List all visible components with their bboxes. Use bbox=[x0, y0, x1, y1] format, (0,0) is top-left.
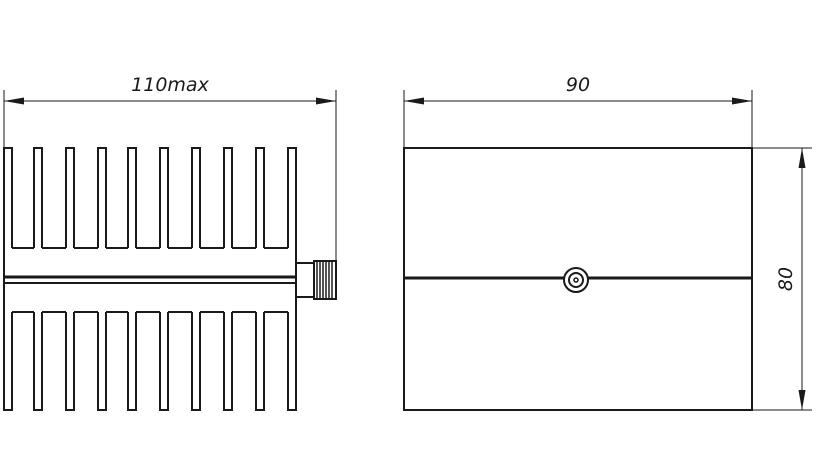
dimension-label-front-width: 90 bbox=[566, 74, 590, 96]
front-view bbox=[403, 147, 753, 411]
dimension-side-width: 110max bbox=[3, 74, 337, 262]
dimension-label-front-height: 80 bbox=[775, 267, 797, 291]
connector-outer-ring bbox=[563, 267, 589, 293]
heatsink-fins-top bbox=[3, 147, 297, 249]
connector-thread bbox=[313, 260, 337, 300]
dimension-label-side-width: 110max bbox=[131, 74, 209, 96]
arrowhead-top bbox=[798, 148, 806, 168]
arrowhead-left bbox=[404, 97, 424, 105]
connector-pin bbox=[573, 277, 579, 283]
heatsink-fins-bottom bbox=[3, 311, 297, 411]
arrowhead-right bbox=[316, 97, 336, 105]
arrowhead-right bbox=[732, 97, 752, 105]
side-view bbox=[3, 147, 337, 411]
dimension-front-height: 80 bbox=[752, 147, 812, 411]
arrowhead-bottom bbox=[798, 390, 806, 410]
connector-thread-lines bbox=[316, 261, 333, 299]
dimension-front-width: 90 bbox=[403, 74, 753, 148]
heatsink-fins bbox=[3, 147, 297, 411]
arrowhead-left bbox=[4, 97, 24, 105]
connector-inner-ring bbox=[568, 272, 584, 288]
connector-side-view bbox=[295, 260, 337, 300]
connector-front-view bbox=[563, 267, 589, 293]
connector-body bbox=[295, 262, 315, 298]
